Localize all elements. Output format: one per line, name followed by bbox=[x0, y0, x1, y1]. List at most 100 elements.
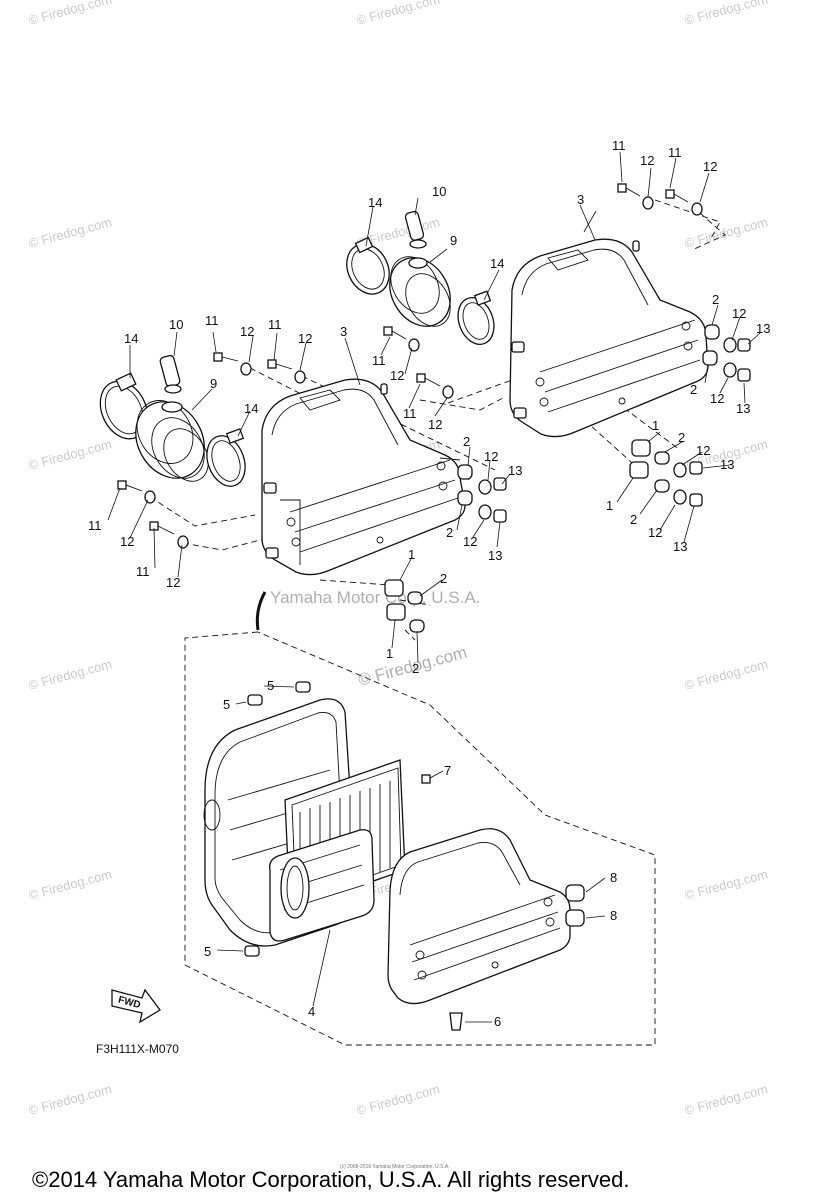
watermark: © Firedog.com bbox=[683, 656, 769, 693]
clip-5a bbox=[247, 694, 263, 706]
callout-10: 10 bbox=[432, 184, 446, 199]
screw-set-left-bottom bbox=[117, 480, 189, 549]
callout-13: 13 bbox=[673, 539, 687, 554]
drain-plug-6 bbox=[449, 1012, 463, 1031]
watermark: © Firedog.com bbox=[355, 1081, 441, 1118]
callout-2: 2 bbox=[446, 525, 453, 540]
watermark: © Firedog.com bbox=[27, 1081, 113, 1118]
grommet-8a bbox=[565, 884, 585, 902]
callout-12: 12 bbox=[710, 391, 724, 406]
callout-3: 3 bbox=[340, 324, 347, 339]
detail-link bbox=[255, 591, 267, 631]
callout-13: 13 bbox=[508, 463, 522, 478]
nut-set-right bbox=[702, 324, 751, 382]
hose-clamp-left bbox=[99, 372, 149, 440]
watermark: © Firedog.com bbox=[683, 1081, 769, 1118]
callout-10: 10 bbox=[169, 317, 183, 332]
callout-8: 8 bbox=[610, 908, 617, 923]
callout-12: 12 bbox=[428, 417, 442, 432]
callout-labels: 14 10 9 14 11 12 11 12 3 11 12 11 12 14 … bbox=[88, 138, 770, 1029]
callout-13: 13 bbox=[736, 401, 750, 416]
screw-set-right-top bbox=[617, 183, 703, 216]
callout-12: 12 bbox=[648, 525, 662, 540]
callout-12: 12 bbox=[732, 306, 746, 321]
air-filter-case-right bbox=[509, 238, 709, 438]
hose-clamp-right bbox=[346, 236, 390, 295]
callout-12: 12 bbox=[120, 534, 134, 549]
callout-8: 8 bbox=[610, 870, 617, 885]
callout-12: 12 bbox=[298, 331, 312, 346]
watermark: © Firedog.com bbox=[683, 0, 769, 28]
right-assembly bbox=[346, 183, 751, 507]
watermark: © Firedog.com bbox=[683, 214, 769, 251]
callout-1: 1 bbox=[606, 498, 613, 513]
nut-set-left bbox=[457, 464, 507, 523]
callout-11: 11 bbox=[136, 564, 150, 579]
callout-2: 2 bbox=[440, 571, 447, 586]
screw-set-left-top bbox=[213, 352, 306, 384]
watermark: © Firedog.com bbox=[27, 656, 113, 693]
callout-13: 13 bbox=[756, 321, 770, 336]
callout-14: 14 bbox=[368, 195, 382, 210]
callout-12: 12 bbox=[696, 443, 710, 458]
watermark: © Firedog.com bbox=[355, 0, 441, 28]
grommet-set-left bbox=[384, 579, 425, 633]
callout-12: 12 bbox=[166, 575, 180, 590]
watermark: © Firedog.com bbox=[27, 866, 113, 903]
callout-2: 2 bbox=[712, 292, 719, 307]
callout-12: 12 bbox=[484, 449, 498, 464]
filter-case-front bbox=[387, 828, 571, 1005]
callout-11: 11 bbox=[205, 313, 219, 328]
watermark: © Firedog.com bbox=[27, 214, 113, 251]
callout-12: 12 bbox=[703, 159, 717, 174]
center-watermark: Yamaha Motor Corp, U.S.A. bbox=[270, 588, 480, 607]
screw-7 bbox=[421, 774, 431, 784]
hose-clamp-right-2 bbox=[457, 290, 495, 345]
callout-13: 13 bbox=[488, 548, 502, 563]
callout-3: 3 bbox=[577, 192, 584, 207]
filter-element bbox=[269, 759, 406, 942]
callout-12: 12 bbox=[640, 153, 654, 168]
callout-11: 11 bbox=[612, 138, 626, 153]
callout-9: 9 bbox=[210, 376, 217, 391]
detail-frame bbox=[184, 631, 656, 1046]
callout-4: 4 bbox=[308, 1004, 315, 1019]
callout-11: 11 bbox=[268, 317, 282, 332]
grommet-8b bbox=[565, 909, 585, 927]
breather-fitting-left bbox=[159, 354, 182, 394]
callout-12: 12 bbox=[240, 324, 254, 339]
hose-clamp-left-2 bbox=[206, 428, 246, 487]
callout-1: 1 bbox=[408, 547, 415, 562]
callout-5: 5 bbox=[267, 678, 274, 693]
watermark: © Firedog.com bbox=[27, 0, 113, 28]
callout-1: 1 bbox=[386, 646, 393, 661]
watermark: © Firedog.com bbox=[683, 866, 769, 903]
breather-fitting-right bbox=[404, 210, 427, 249]
callout-5: 5 bbox=[223, 697, 230, 712]
callout-11: 11 bbox=[668, 145, 682, 160]
air-filter-case-left bbox=[261, 378, 466, 576]
callout-2: 2 bbox=[630, 512, 637, 527]
clip-5c bbox=[244, 945, 260, 957]
callout-11: 11 bbox=[403, 406, 417, 421]
callout-6: 6 bbox=[494, 1014, 501, 1029]
intake-joint-left bbox=[135, 400, 209, 482]
clip-5b bbox=[295, 681, 311, 693]
intake-joint-right bbox=[389, 256, 451, 327]
callout-14: 14 bbox=[124, 331, 138, 346]
callout-12: 12 bbox=[463, 534, 477, 549]
callout-14: 14 bbox=[490, 256, 504, 271]
callout-1: 1 bbox=[652, 418, 659, 433]
forward-arrow-icon: FWD bbox=[111, 988, 161, 1024]
diagram-code: F3H111X-M070 bbox=[96, 1042, 179, 1056]
watermark: © Firedog.com bbox=[27, 436, 113, 473]
grommet-set-right bbox=[629, 439, 703, 507]
left-assembly bbox=[99, 352, 507, 633]
callout-13: 13 bbox=[720, 457, 734, 472]
footer-copyright: ©2014 Yamaha Motor Corporation, U.S.A. A… bbox=[32, 1167, 629, 1192]
screw-set-right-bottom bbox=[383, 326, 454, 399]
callout-9: 9 bbox=[450, 233, 457, 248]
filter-exploded-view bbox=[203, 681, 585, 1031]
